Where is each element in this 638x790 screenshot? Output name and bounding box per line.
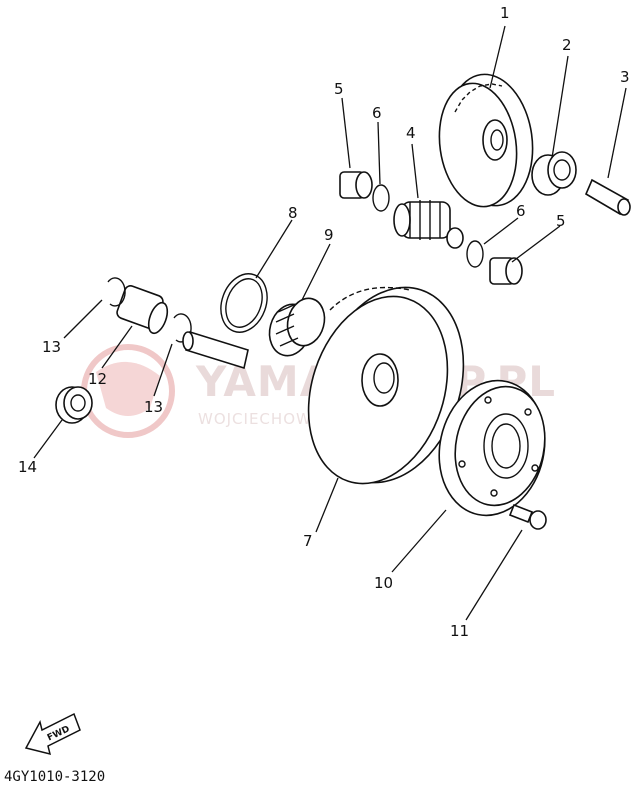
diagram-code: 4GY1010-3120 [4, 769, 105, 785]
part-6-washer-upper [372, 184, 390, 212]
callout-14: 14 [18, 458, 37, 476]
callout-13-right: 13 [144, 398, 163, 416]
callout-2: 2 [562, 36, 572, 54]
callout-11: 11 [450, 622, 469, 640]
leader-lines [33, 25, 627, 621]
part-shaft-middle [182, 330, 249, 370]
callout-1: 1 [500, 4, 510, 22]
callout-3: 3 [620, 68, 630, 86]
callout-6-lower: 6 [516, 202, 526, 220]
part-2-bearing [531, 151, 577, 196]
part-3-shaft [584, 178, 631, 216]
part-1-gear [438, 73, 534, 208]
callout-5-lower: 5 [556, 212, 566, 230]
part-8-ring [220, 273, 268, 333]
callout-5-upper: 5 [334, 80, 344, 98]
part-5-bearing-upper [339, 171, 373, 199]
callout-10: 10 [374, 574, 393, 592]
part-11-bolt [508, 503, 547, 530]
part-5-bearing-lower [489, 257, 523, 285]
part-7-starter-wheel [307, 286, 465, 485]
part-10-clutch [438, 379, 546, 517]
callout-6-upper: 6 [372, 104, 382, 122]
part-14-seal [55, 386, 93, 424]
part-4-gear [393, 200, 464, 249]
callout-labels: 1 2 3 4 5 6 5 6 7 8 9 10 11 12 13 13 14 [18, 4, 630, 640]
fwd-arrow: FWD [24, 712, 81, 756]
part-9-bearing [268, 297, 326, 357]
fwd-arrow-icon [24, 712, 81, 756]
callout-4: 4 [406, 124, 416, 142]
callout-9: 9 [324, 226, 334, 244]
callout-8: 8 [288, 204, 298, 222]
callout-12: 12 [88, 370, 107, 388]
part-6-washer-lower [466, 240, 484, 268]
part-13-circlip-right [173, 313, 192, 343]
callout-13-left: 13 [42, 338, 61, 356]
callout-7: 7 [303, 532, 313, 550]
part-12-bushing [116, 285, 169, 335]
part-13-circlip-left [107, 277, 126, 307]
